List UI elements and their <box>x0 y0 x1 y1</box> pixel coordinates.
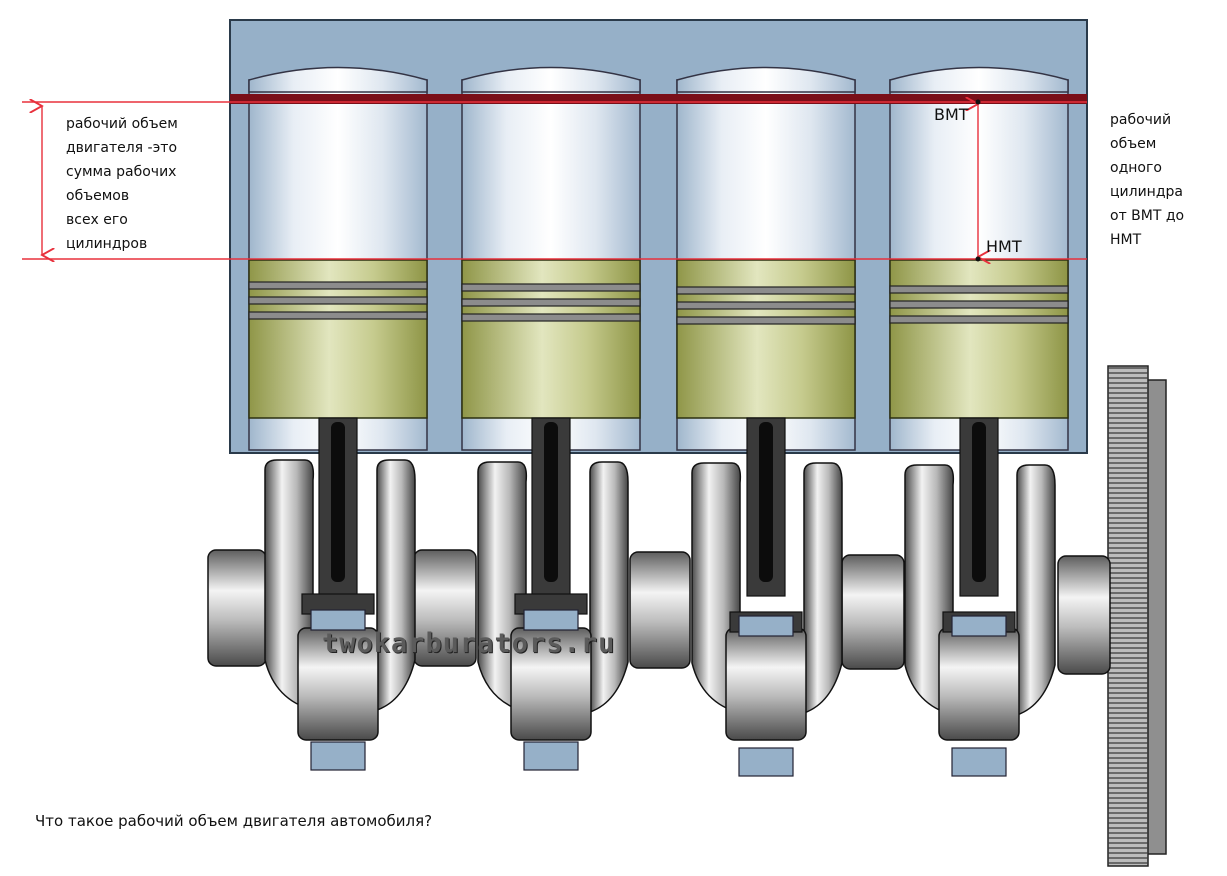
crank-pin <box>725 627 807 741</box>
piston <box>676 259 856 419</box>
watermark: twokarburators.ru <box>322 628 616 659</box>
bearing-cap <box>738 747 794 777</box>
main-journal <box>207 549 267 667</box>
connecting-rod-slot <box>544 422 558 582</box>
bearing-cap <box>310 741 366 771</box>
note-line: рабочий <box>1110 112 1172 128</box>
tdc-point <box>975 99 981 105</box>
cylinder <box>461 66 641 597</box>
main-journal <box>1057 555 1111 675</box>
cylinder-head <box>676 66 856 93</box>
bearing-cap <box>951 747 1007 777</box>
cylinder-volume-note: рабочий объем одного цилиндра от ВМТ до … <box>1110 108 1225 252</box>
bearing-cap <box>523 609 579 631</box>
note-line: цилиндров <box>66 236 148 252</box>
cylinder-head <box>248 66 428 93</box>
note-line: объемов <box>66 188 130 204</box>
bearing-cap <box>310 609 366 631</box>
connecting-rod-slot <box>972 422 986 582</box>
piston <box>889 259 1069 419</box>
piston-ring <box>889 285 1069 294</box>
bearing-cap <box>523 741 579 771</box>
piston-ring <box>676 316 856 325</box>
flywheel <box>1107 365 1167 867</box>
tdc-band <box>230 94 1087 104</box>
piston-ring <box>248 311 428 320</box>
main-journal <box>629 551 691 669</box>
note-line: от ВМТ до <box>1110 208 1185 224</box>
tdc-label: ВМТ <box>934 105 969 124</box>
piston-ring <box>461 298 641 307</box>
bdc-label: НМТ <box>986 237 1022 256</box>
bearing-cap <box>738 615 794 637</box>
bearing-cap <box>951 615 1007 637</box>
cylinder <box>248 66 428 597</box>
piston-ring <box>889 315 1069 324</box>
piston-ring <box>676 301 856 310</box>
note-line: объем <box>1110 136 1157 152</box>
crank-web <box>589 461 629 714</box>
bdc-point <box>975 256 981 262</box>
connecting-rod-slot <box>331 422 345 582</box>
crank-web <box>376 459 416 712</box>
engine-displacement-note: рабочий объем двигателя -это сумма рабоч… <box>66 112 226 256</box>
main-journal <box>841 554 905 670</box>
piston-ring <box>248 281 428 290</box>
piston-ring <box>248 296 428 305</box>
piston-ring <box>461 283 641 292</box>
crank-pin <box>938 627 1020 741</box>
crankshaft <box>207 459 1111 777</box>
piston-ring <box>676 286 856 295</box>
note-line: двигателя -это <box>66 140 178 156</box>
note-line: цилиндра <box>1110 184 1183 200</box>
crank-web <box>1016 464 1056 717</box>
cylinder-head <box>461 66 641 93</box>
note-line: сумма рабочих <box>66 164 177 180</box>
cylinder <box>676 66 856 597</box>
note-line: рабочий объем <box>66 116 178 132</box>
caption: Что такое рабочий объем двигателя автомо… <box>35 812 433 830</box>
connecting-rod-slot <box>759 422 773 582</box>
piston-ring <box>889 300 1069 309</box>
piston-ring <box>461 313 641 322</box>
note-line: НМТ <box>1110 232 1142 248</box>
crank-web <box>803 462 843 715</box>
note-line: одного <box>1110 160 1162 176</box>
cylinder-head <box>889 66 1069 93</box>
note-line: всех его <box>66 212 128 228</box>
